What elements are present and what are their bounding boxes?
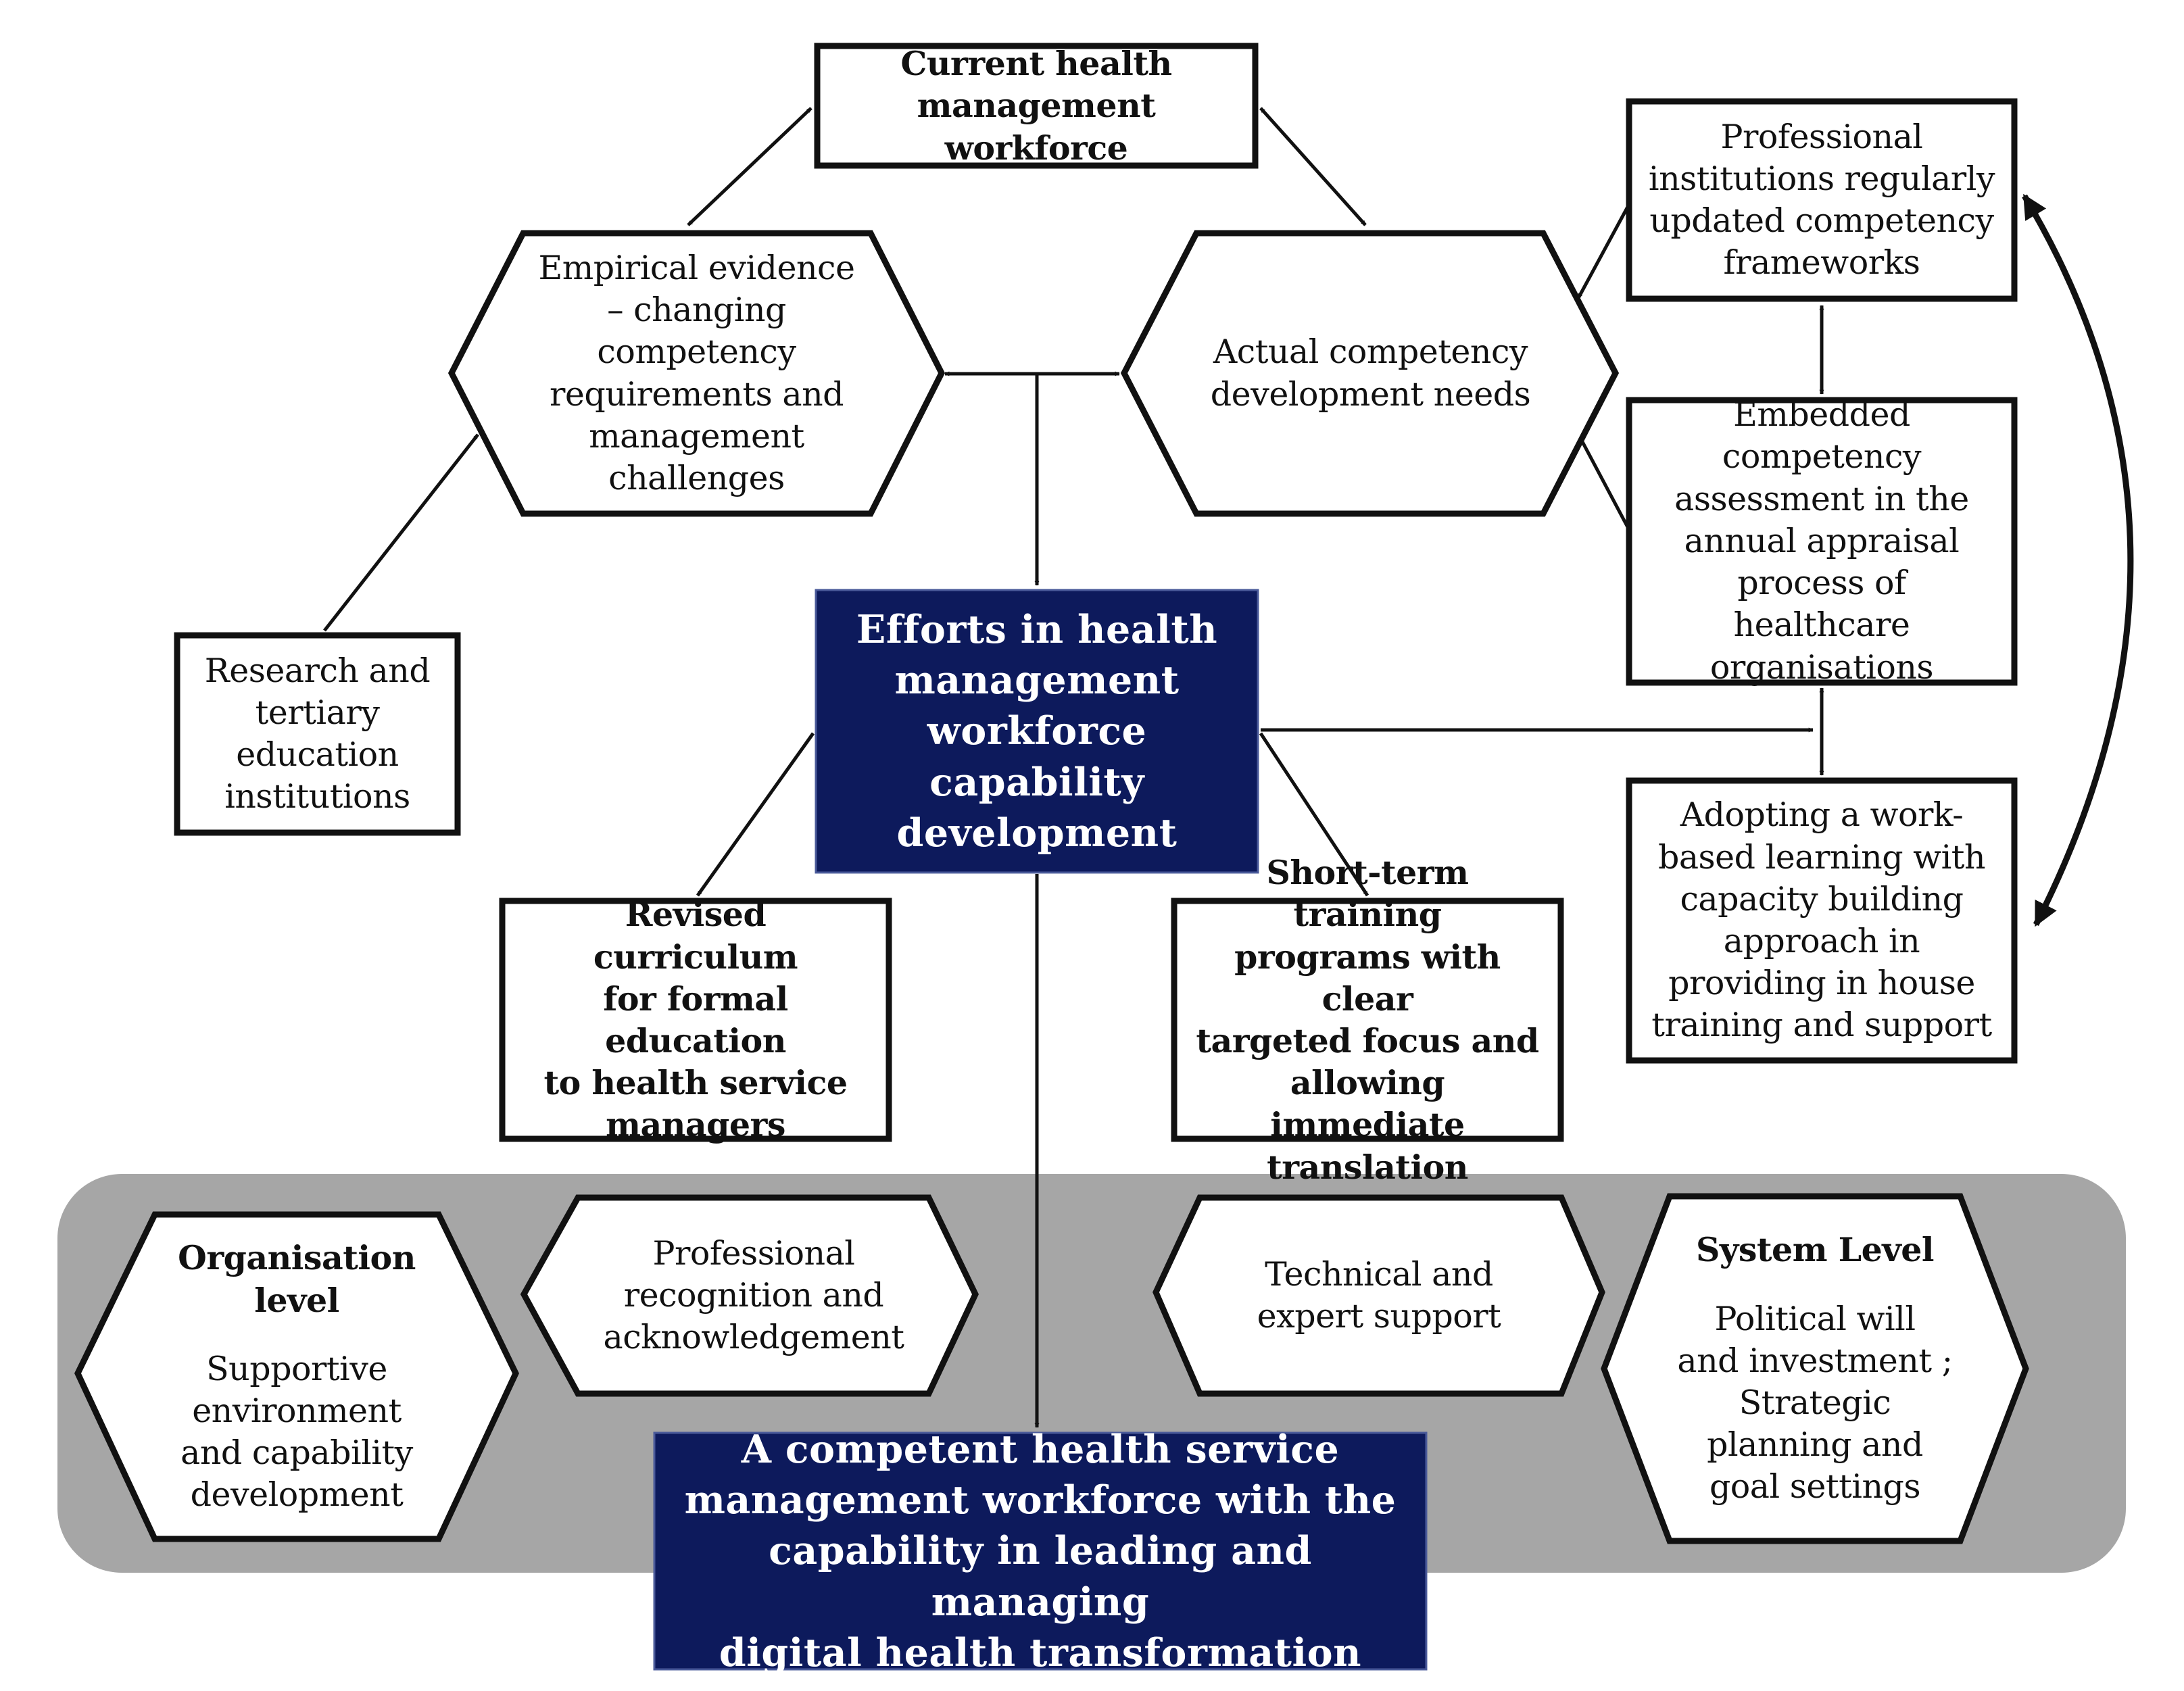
technical-support-label: Technical and expert support bbox=[1257, 1254, 1501, 1335]
arrow-workforce-evidence bbox=[687, 107, 812, 226]
professional-frameworks-box bbox=[1626, 98, 2018, 302]
system-level-heading: System Level bbox=[1695, 1230, 1935, 1270]
efforts-label: Efforts in health management workforce c… bbox=[856, 606, 1218, 856]
revised-curriculum-label: Revised curriculum for formal education … bbox=[543, 895, 848, 1145]
embedded-assessment-label: Embedded competency assessment in the an… bbox=[1674, 395, 1969, 687]
outcome-box bbox=[653, 1431, 1428, 1671]
arrow-frameworks-needs bbox=[1576, 205, 1630, 299]
professional-frameworks-label: Professional institutions regularly upda… bbox=[1648, 117, 1995, 283]
organisation-level-body: Supportive environment and capability de… bbox=[180, 1349, 413, 1515]
arrow-efforts-curriculum bbox=[696, 732, 815, 897]
empirical-evidence-hexagon bbox=[447, 230, 946, 517]
actual-needs-hexagon bbox=[1120, 230, 1620, 517]
organisation-level-hexagon bbox=[74, 1211, 519, 1542]
arrow-efforts-training bbox=[1259, 732, 1369, 897]
current-workforce-box bbox=[814, 43, 1259, 169]
system-level-hexagon bbox=[1601, 1193, 2029, 1544]
embedded-assessment-box bbox=[1626, 397, 2018, 686]
system-level-label: System Level Political will and investme… bbox=[1649, 1196, 1981, 1541]
short-term-training-box bbox=[1171, 898, 1564, 1142]
organisation-level-heading: Organisation level bbox=[178, 1238, 416, 1320]
arrow-research-evidence bbox=[323, 433, 479, 632]
current-workforce-label: Current health management workforce bbox=[900, 44, 1172, 168]
system-level-body: Political will and investment ; Strategi… bbox=[1677, 1299, 1953, 1506]
efforts-box bbox=[815, 589, 1259, 874]
outcome-label: A competent health service management wo… bbox=[684, 1426, 1397, 1675]
research-institutions-box bbox=[174, 632, 461, 836]
professional-recognition-hexagon bbox=[520, 1194, 979, 1397]
short-term-training-label: Short-term training programs with clear … bbox=[1196, 853, 1539, 1187]
arrow-workforce-needs bbox=[1259, 107, 1367, 226]
organisation-level-label: Organisation level Supportive environmen… bbox=[135, 1215, 458, 1539]
technical-support-hexagon bbox=[1152, 1194, 1605, 1397]
professional-recognition-label: Professional recognition and acknowledge… bbox=[603, 1233, 904, 1357]
actual-needs-label: Actual competency development needs bbox=[1210, 333, 1531, 414]
research-institutions-label: Research and tertiary education institut… bbox=[204, 651, 431, 816]
arrow-frameworks-workbased-curve bbox=[2022, 193, 2134, 927]
revised-curriculum-box bbox=[499, 898, 892, 1142]
arrow-assessment-needs bbox=[1578, 437, 1630, 529]
work-based-learning-label: Adopting a work- based learning with cap… bbox=[1651, 795, 1992, 1045]
empirical-evidence-label: Empirical evidence – changing competency… bbox=[538, 248, 855, 497]
work-based-learning-box bbox=[1626, 777, 2018, 1064]
